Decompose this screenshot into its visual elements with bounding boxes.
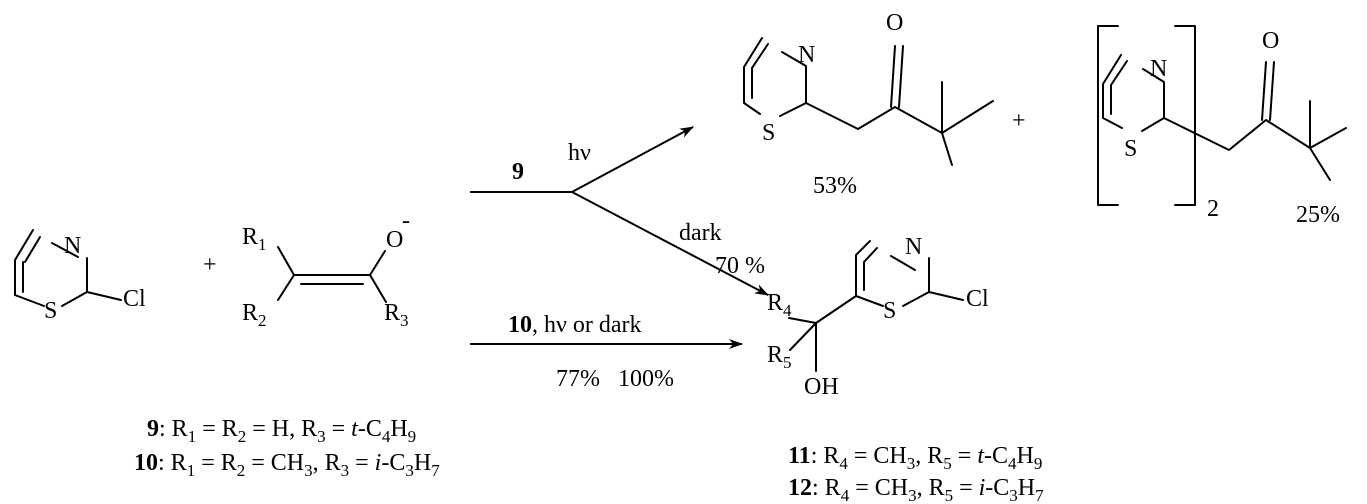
legend-9: 9: R1 = R2 = H, R3 = t-C4H9 [147, 416, 416, 446]
legend-reactants: 9: R1 = R2 = H, R3 = t-C4H9 10: R1 = R2 … [134, 416, 440, 480]
legend-products: 11: R4 = CH3, R5 = t-C4H9 12: R4 = CH3, … [788, 443, 1044, 504]
atom-cl: Cl [123, 286, 146, 312]
chlorothiazole-molecule: N S Cl [14, 229, 146, 324]
dark-yield: 70 % [715, 253, 765, 279]
bottom-yields: 77% 100% [556, 366, 674, 392]
ketone-product: N S O 53% [743, 10, 994, 199]
reagent-9-label: 9 [512, 159, 524, 185]
bottom-conditions: 10, hν or dark [508, 312, 642, 338]
group-r3: R3 [384, 300, 409, 330]
plus-sign: + [203, 252, 217, 278]
atom-s: S [883, 298, 896, 324]
carbinol-product: N S Cl OH R4 R5 [767, 234, 989, 400]
group-r4: R4 [767, 290, 792, 320]
charge-minus: - [402, 208, 410, 234]
legend-10: 10: R1 = R2 = CH3, R3 = i-C3H7 [134, 450, 440, 480]
atom-o: O [386, 227, 403, 253]
arrow-hv [571, 126, 694, 193]
atom-n: N [905, 234, 922, 260]
legend-11: 11: R4 = CH3, R5 = t-C4H9 [788, 443, 1042, 473]
group-r2: R2 [242, 300, 267, 330]
atom-s: S [762, 120, 775, 146]
plus-sign: + [1012, 108, 1026, 134]
arrow-dark [571, 191, 769, 296]
group-r5: R5 [767, 342, 792, 372]
atom-s: S [1124, 136, 1137, 162]
atom-o: O [1262, 28, 1279, 54]
yield-25: 25% [1296, 202, 1340, 228]
atom-n: N [64, 233, 81, 259]
legend-12: 12: R4 = CH3, R5 = i-C3H7 [788, 475, 1044, 504]
atom-oh: OH [804, 374, 839, 400]
atom-cl: Cl [966, 286, 989, 312]
dimer-subscript: 2 [1207, 196, 1219, 222]
atom-n: N [798, 42, 815, 68]
bis-product: N S O 2 25% [1097, 25, 1347, 228]
atom-n: N [1150, 56, 1167, 82]
dark-label: dark [679, 220, 722, 246]
group-r1: R1 [242, 224, 267, 254]
arrows: 9 hν dark 70 % 10, hν or dark 77% 100% [470, 126, 769, 392]
atom-s: S [44, 298, 57, 324]
enolate-molecule: O - R1 R2 R3 [242, 208, 410, 330]
atom-o: O [886, 10, 903, 36]
hv-label: hν [568, 140, 591, 166]
yield-53: 53% [813, 173, 857, 199]
